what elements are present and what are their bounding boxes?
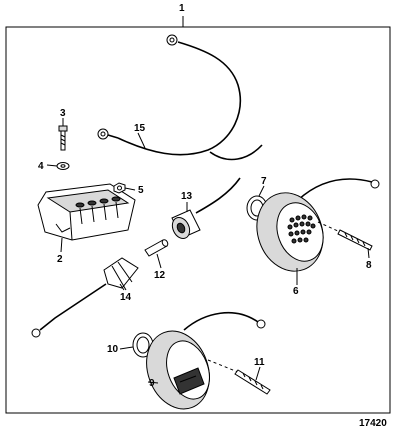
switch-housing-9 <box>146 311 266 410</box>
screw-3 <box>58 125 68 151</box>
horn-6 <box>256 178 380 272</box>
callout-3: 3 <box>60 108 66 119</box>
screw-11 <box>207 359 271 395</box>
figure-number: 17420 <box>359 418 387 429</box>
wire-harness-15 <box>97 34 263 161</box>
callout-5: 5 <box>138 185 144 196</box>
callout-14: 14 <box>120 292 132 303</box>
callout-11: 11 <box>254 357 265 368</box>
terminal-screws <box>75 196 121 225</box>
callout-13: 13 <box>181 191 193 202</box>
callout-4: 4 <box>38 161 44 172</box>
callout-12: 12 <box>154 270 166 281</box>
nut-5 <box>113 182 126 194</box>
callout-1: 1 <box>179 3 185 14</box>
speaker-grille <box>287 214 316 244</box>
screw-8 <box>317 221 373 251</box>
callout-8: 8 <box>366 260 372 271</box>
plug-14 <box>31 257 139 338</box>
washer-4 <box>56 162 70 170</box>
callout-15: 15 <box>134 123 146 134</box>
assembly-frame <box>5 16 391 414</box>
callout-9: 9 <box>149 378 155 389</box>
callout-2: 2 <box>57 254 63 265</box>
callout-6: 6 <box>293 286 299 297</box>
connector-13 <box>171 177 241 240</box>
callout-labels: 1 2 3 4 5 6 7 8 9 10 11 12 13 14 15 <box>38 3 372 389</box>
callout-7: 7 <box>261 176 267 187</box>
pin-12 <box>144 239 169 257</box>
callout-10: 10 <box>107 344 119 355</box>
leader-lines <box>46 118 370 384</box>
terminal-block-2 <box>37 183 136 241</box>
